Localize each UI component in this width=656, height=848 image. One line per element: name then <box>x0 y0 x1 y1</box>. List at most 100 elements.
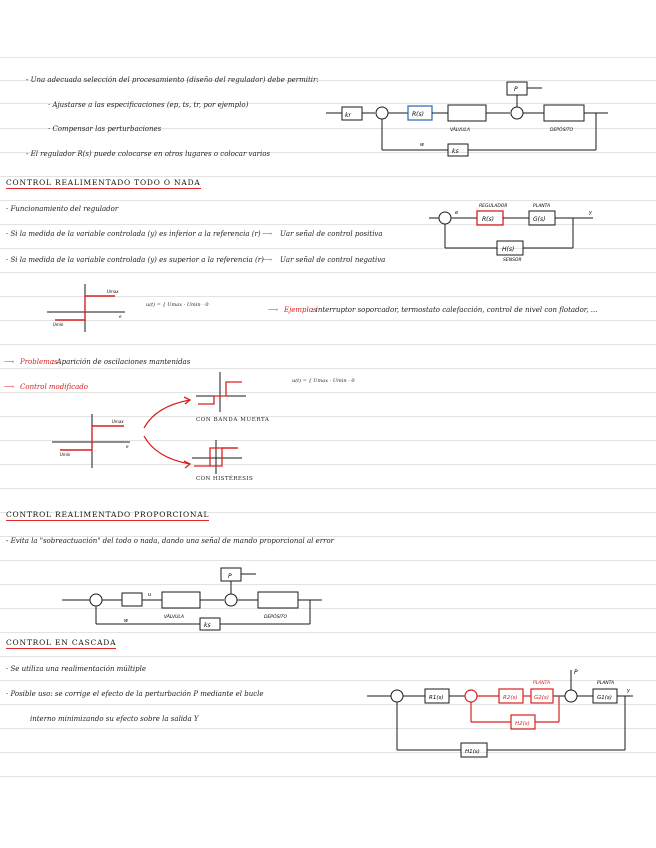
rule-line <box>0 152 656 153</box>
label-planta-inner: PLANTA <box>533 680 550 686</box>
label-rs-2: R(s) <box>482 216 494 223</box>
label-umin: Umin <box>53 322 64 327</box>
eq-umax: Umax <box>167 302 183 308</box>
arrow-icon: ⟶ <box>4 358 15 366</box>
rule-line <box>0 320 656 321</box>
dead-band-label: CON BANDA MUERTA <box>196 417 270 423</box>
section-title-proporcional: CONTROL REALIMENTADO PROPORCIONAL <box>6 510 210 521</box>
label-ks-2: ks <box>204 622 211 629</box>
arrow-icon: ⟶ <box>4 383 15 391</box>
label-deposito-2: DEPÓSITO <box>264 613 287 620</box>
intro-line-3: · Compensar las perturbaciones <box>48 125 162 133</box>
section-title-todo-nada: CONTROL REALIMENTADO TODO O NADA <box>6 178 201 189</box>
rule-line <box>0 512 656 513</box>
label-e-axis-2: e <box>126 444 129 449</box>
block-diagram-valve-tank: kr R(s) P ks VÁLVULA DEPÓSITO w <box>326 81 608 157</box>
rule-line <box>0 392 656 393</box>
todo-nada-neg-result: Uar señal de control negativa <box>280 256 386 264</box>
label-w-2: w <box>124 618 129 624</box>
examples-text: : interruptor soporcador, termostato cal… <box>311 306 598 314</box>
dead-band-plot <box>196 372 246 412</box>
label-valvula-2: VÁLVULA <box>164 613 184 620</box>
block-diagram-proportional: P ks VÁLVULA DEPÓSITO u w <box>62 567 322 631</box>
examples-label: Ejemplos <box>284 306 317 314</box>
label-planta: PLANTA <box>533 203 550 209</box>
rule-line <box>0 464 656 465</box>
label-g1: G1(s) <box>597 695 612 701</box>
problems-label: Problemas <box>20 358 58 366</box>
eq-zero: 0 <box>205 302 209 308</box>
intro-line-1: - Una adecuada selección del procesamien… <box>26 76 319 84</box>
todo-nada-pos: · Si la medida de la variable controlada… <box>6 230 261 238</box>
label-r2: R2(s) <box>503 695 517 701</box>
label-valvula: VÁLVULA <box>450 126 470 133</box>
db-zero: 0 <box>351 378 355 384</box>
rule-line <box>0 704 656 705</box>
label-deposito: DEPÓSITO <box>550 126 573 133</box>
rule-line <box>0 440 656 441</box>
todo-nada-func: · Funcionamiento del regulador <box>6 205 119 213</box>
rule-line <box>0 248 656 249</box>
rule-line <box>0 680 656 681</box>
label-p-2: P <box>228 573 232 580</box>
label-planta-2: PLANTA <box>597 680 614 686</box>
label-umax: Umax <box>107 289 119 294</box>
cascada-line-3: interno minimizando su efecto sobre la s… <box>30 715 199 723</box>
label-p: P <box>514 86 518 93</box>
proporcional-desc: - Evita la "sobreactuación" del todo o n… <box>6 537 335 545</box>
rule-line <box>0 632 656 633</box>
label-ks: ks <box>452 148 459 155</box>
cascada-line-2: · Posible uso: se corrige el efecto de l… <box>6 690 264 698</box>
todo-nada-neg: · Si la medida de la variable controlada… <box>6 256 264 264</box>
rule-line <box>0 80 656 81</box>
label-umax-2: Umax <box>112 419 124 424</box>
cascada-line-1: · Se utiliza una realimentación múltiple <box>6 665 146 673</box>
problems-text: : Aparición de oscilaciones mantenidas <box>52 358 191 366</box>
rule-line <box>0 608 656 609</box>
label-umin-2: Umin <box>60 452 71 457</box>
relay-equation: u(t) = { Umax · Umin · 0 <box>146 302 209 308</box>
section-title-cascada: CONTROL EN CASCADA <box>6 638 117 649</box>
label-u: u <box>148 592 151 598</box>
dead-band-equation: u(t) = { Umax · Umin · 0 <box>292 378 355 384</box>
rule-line <box>0 128 656 129</box>
rule-line <box>0 560 656 561</box>
rule-line <box>0 752 656 753</box>
rule-line <box>0 57 656 58</box>
rule-line <box>0 584 656 585</box>
label-e: e <box>455 210 458 216</box>
rule-line <box>0 416 656 417</box>
label-g2: G2(s) <box>534 695 549 701</box>
label-y-2: y <box>626 688 631 694</box>
relay-characteristic: Umax Umin e <box>47 284 125 332</box>
label-sensor: SENSOR <box>503 257 522 263</box>
todo-nada-pos-result: Uar señal de control positiva <box>280 230 383 238</box>
label-hs: H(s) <box>502 246 514 253</box>
label-rs: R(s) <box>412 111 424 118</box>
arrow-icon: ⟶ <box>262 230 273 238</box>
rule-line <box>0 103 656 104</box>
eq-umin: Umin <box>186 302 201 308</box>
rule-line <box>0 296 656 297</box>
db-umax: Umax <box>313 378 329 384</box>
arrow-icon: ⟶ <box>262 256 273 264</box>
rule-line <box>0 656 656 657</box>
label-r1: R1(s) <box>429 695 443 701</box>
intro-line-4: - El regulador R(s) puede colocarse en o… <box>26 150 271 158</box>
label-y: y <box>588 210 593 216</box>
label-e-axis: e <box>119 314 122 319</box>
label-h1: H1(s) <box>465 749 480 755</box>
branch-arrows <box>143 396 192 469</box>
arrow-icon: ⟶ <box>268 306 279 314</box>
modified-control-plot: Umax Umin e <box>52 414 130 468</box>
label-kr: kr <box>345 112 351 119</box>
rule-line <box>0 488 656 489</box>
hysteresis-label: CON HISTÉRESIS <box>196 476 254 482</box>
label-gs: G(s) <box>533 216 545 223</box>
rule-line <box>0 536 656 537</box>
rule-line <box>0 176 656 177</box>
rule-line <box>0 224 656 225</box>
rule-line <box>0 368 656 369</box>
label-regulador: REGULADOR <box>479 203 507 209</box>
